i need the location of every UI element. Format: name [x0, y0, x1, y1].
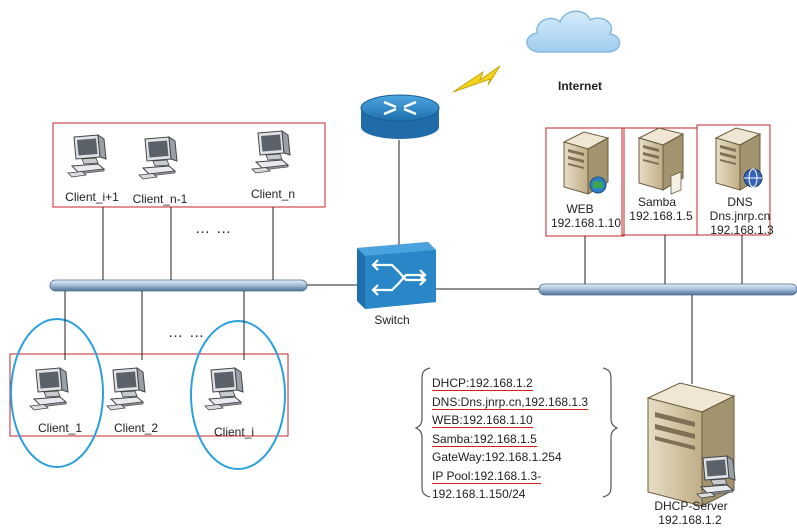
config-line: GateWay:192.168.1.254 — [432, 450, 562, 464]
internet-cloud-icon — [526, 10, 621, 53]
config-line: 192.168.1.150/24 — [432, 487, 526, 501]
dns-server-ip: 192.168.1.3 — [710, 223, 774, 237]
samba-server-icon — [638, 127, 684, 195]
computer-icon — [138, 136, 178, 180]
dns-server-icon — [715, 127, 763, 191]
dhcp-server-icon — [646, 382, 736, 507]
router-icon — [360, 94, 440, 139]
web-server-name: WEB — [566, 202, 594, 216]
right-bus-cable — [538, 283, 797, 296]
bottom-client-group-box — [9, 353, 289, 437]
web-server-ip: 192.168.1.10 — [550, 216, 622, 230]
computer-icon — [251, 130, 291, 174]
top-client-group-box — [52, 122, 326, 208]
dns-server-host: Dns.jnrp.cn — [709, 209, 771, 223]
computer-icon — [29, 367, 69, 411]
dns-server-name: DNS — [727, 195, 753, 209]
config-line: DHCP:192.168.1.2 — [432, 376, 533, 391]
client-label: Client_n — [250, 187, 296, 201]
bottom-ellipsis: … … — [168, 324, 206, 341]
client-1-highlight-circle — [10, 318, 104, 468]
samba-server-ip: 192.168.1.5 — [629, 209, 693, 223]
client-label: Client_1 — [37, 421, 83, 435]
left-bus-cable — [49, 279, 308, 292]
client-i-highlight-circle — [190, 320, 286, 470]
client-label: Client_n-1 — [132, 192, 188, 206]
dns-server-box — [696, 124, 771, 236]
computer-icon — [106, 367, 146, 411]
computer-icon — [204, 367, 244, 411]
top-ellipsis: … … — [195, 220, 233, 237]
config-line: Samba:192.168.1.5 — [432, 431, 537, 447]
computer-icon — [67, 134, 107, 178]
config-line: IP Pool:192.168.1.3- — [432, 468, 542, 484]
web-server-icon — [563, 131, 609, 195]
switch-label: Switch — [374, 313, 410, 327]
client-label: Client_2 — [113, 421, 159, 435]
dhcp-config-list: DHCP:192.168.1.2 DNS:Dns.jnrp.cn,192.168… — [432, 374, 589, 504]
lightning-link-icon — [452, 65, 501, 93]
client-label: Client_i+1 — [65, 190, 119, 204]
dhcp-server-ip: 192.168.1.2 — [658, 513, 722, 527]
internet-label: Internet — [557, 79, 603, 93]
samba-server-name: Samba — [637, 195, 677, 209]
switch-icon — [357, 242, 436, 309]
config-brace — [414, 367, 619, 498]
config-line: WEB:192.168.1.10 — [432, 413, 533, 428]
client-label: Client_i — [213, 425, 255, 439]
config-line: DNS:Dns.jnrp.cn,192.168.1.3 — [432, 394, 589, 410]
dhcp-server-name: DHCP-Server — [654, 499, 728, 513]
